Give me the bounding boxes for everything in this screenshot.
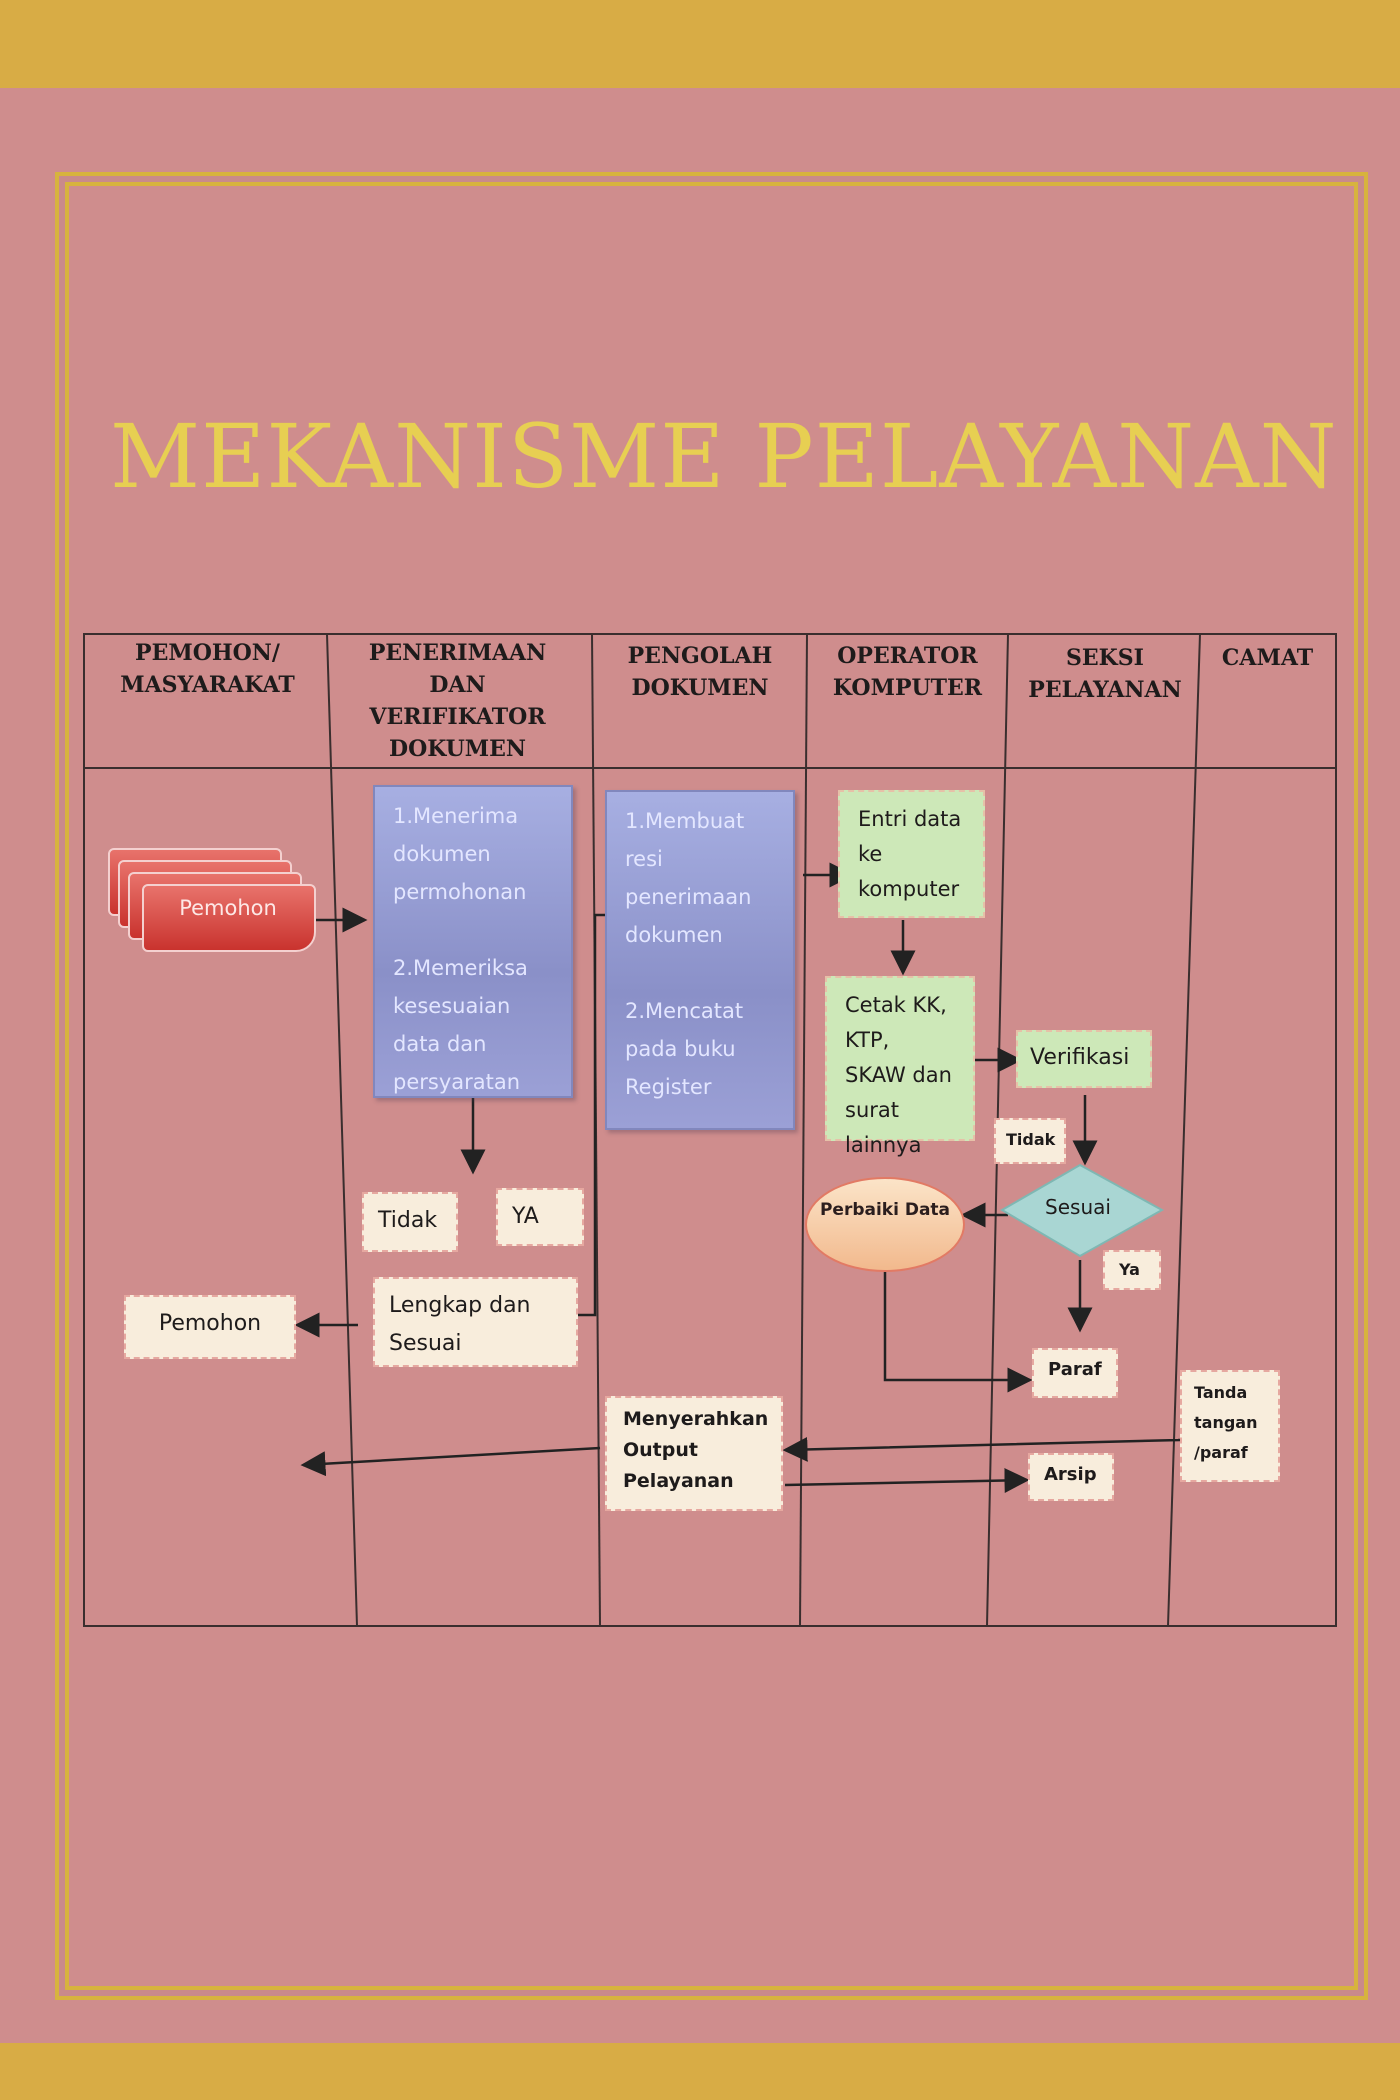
page-title: MEKANISME PELAYANAN — [110, 405, 1338, 508]
ya-label-seksi: Ya — [1103, 1250, 1161, 1290]
ya-box-verifikator: YA — [496, 1188, 584, 1246]
sesuai-label: Sesuai — [1045, 1195, 1111, 1219]
banner-frame — [65, 182, 1358, 1990]
lane-header-camat: CAMAT — [1221, 645, 1314, 671]
lane-header-seksi: SEKSI PELAYANAN — [1028, 645, 1182, 703]
lengkap-sesuai-box: Lengkap dan Sesuai — [373, 1277, 578, 1367]
paraf-box: Paraf — [1032, 1348, 1118, 1398]
tidak-box-verifikator: Tidak — [362, 1192, 458, 1252]
entri-data-box: Entri data ke komputer — [838, 790, 985, 918]
cetak-box: Cetak KK, KTP, SKAW dan surat lainnya — [825, 976, 975, 1157]
decision-diamond — [1000, 1163, 1165, 1258]
verifikasi-box: Verifikasi — [1016, 1030, 1152, 1088]
document-stack-shape — [142, 884, 316, 952]
pemohon-stack-label: Pemohon — [179, 896, 277, 920]
lane-header-pengolah: PENGOLAH DOKUMEN — [627, 643, 773, 701]
lane-header-pemohon: PEMOHON/ MASYARAKAT — [120, 640, 295, 698]
tidak-label-seksi: Tidak — [994, 1118, 1066, 1164]
menyerahkan-output-box: Menyerahkan Output Pelayanan — [605, 1396, 783, 1511]
verifikator-steps-box: 1.Menerima dokumen permohonan 2.Memeriks… — [373, 785, 573, 1098]
arsip-box: Arsip — [1028, 1453, 1114, 1501]
pemohon-return-box: Pemohon — [124, 1295, 296, 1359]
perbaiki-data-oval: Perbaiki Data — [805, 1177, 965, 1272]
tanda-tangan-box: Tanda tangan /paraf — [1180, 1370, 1280, 1482]
pengolah-steps-box: 1.Membuat resi penerimaan dokumen 2.Menc… — [605, 790, 795, 1130]
lane-header-verifikator: PENERIMAAN DAN VERIFIKATOR DOKUMEN — [368, 640, 547, 762]
lane-header-operator: OPERATOR KOMPUTER — [832, 643, 983, 701]
